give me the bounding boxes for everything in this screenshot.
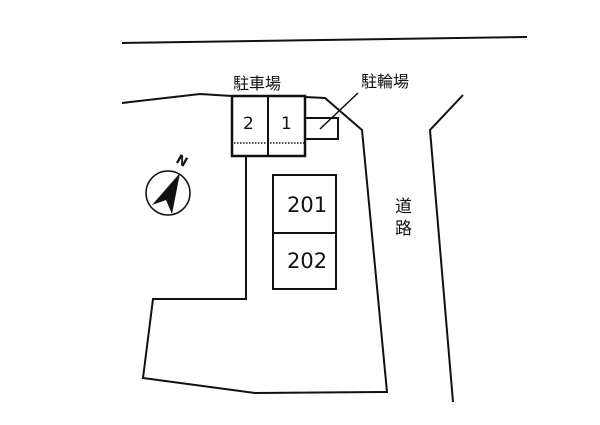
compass-arrow-icon: [152, 173, 180, 214]
road-label-2: 路: [395, 219, 412, 239]
neighbor-boundary: [121, 92, 233, 104]
bicycle-parking-label: 駐輪場: [361, 72, 410, 91]
bicycle-parking-area: [304, 117, 339, 140]
road-edge-right: [428, 94, 464, 403]
compass-circle: [145, 170, 191, 216]
parking-space-1: 1: [281, 114, 292, 134]
unit-202-label: 202: [287, 249, 328, 273]
road-label-1: 道: [395, 197, 412, 217]
lot-boundary: [141, 96, 389, 395]
parking-label: 駐車場: [233, 74, 282, 93]
parking-space-2: 2: [243, 114, 254, 134]
building-unit-202: [272, 232, 337, 290]
bicycle-parking-leader: [319, 92, 359, 130]
unit-201-label: 201: [287, 193, 328, 217]
road-edge-top: [121, 36, 528, 44]
